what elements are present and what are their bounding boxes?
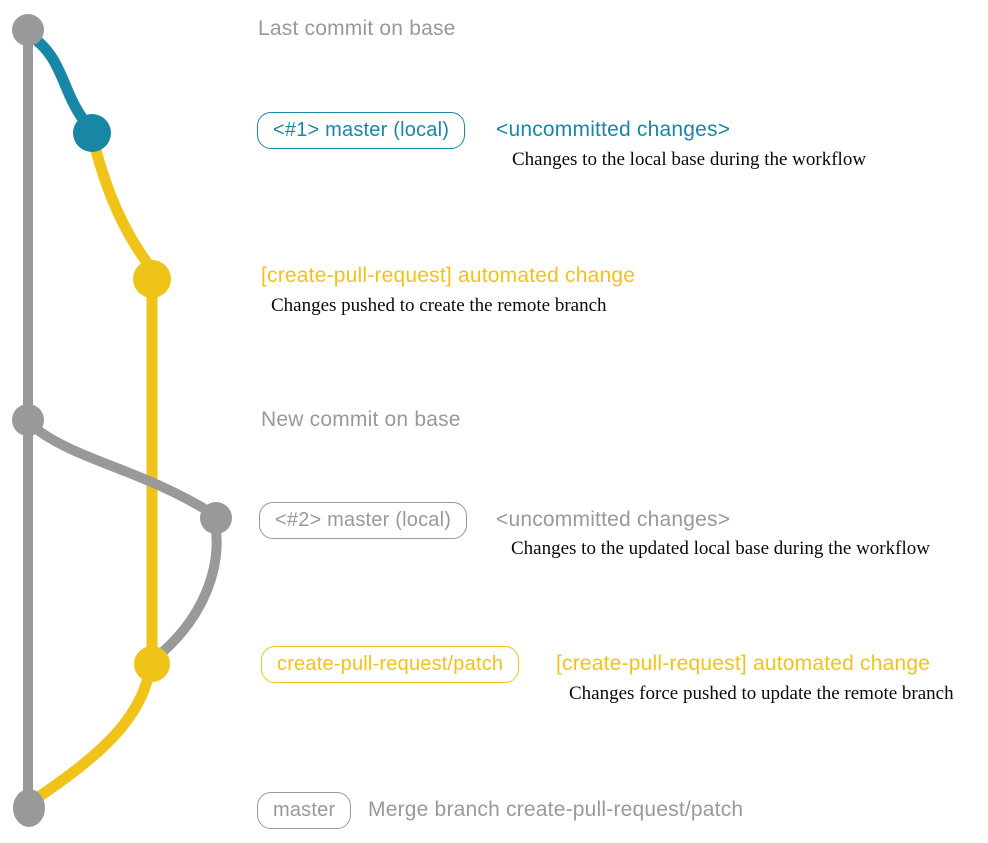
commit-node-last-base — [12, 14, 44, 46]
patch-branch-edge — [86, 130, 157, 274]
uncommitted-changes-2-description: Changes to the updated local base during… — [511, 538, 930, 559]
new-commit-label: New commit on base — [261, 408, 461, 431]
automated-change-1-description: Changes pushed to create the remote bran… — [271, 295, 607, 316]
commit-node-automated-change-2 — [134, 646, 170, 682]
automated-change-1-heading: [create-pull-request] automated change — [261, 264, 636, 287]
patch-branch-badge: create-pull-request/patch — [261, 646, 520, 683]
last-commit-label: Last commit on base — [258, 17, 456, 40]
uncommitted-changes-1-heading: <uncommitted changes> — [496, 118, 731, 141]
merge-heading: Merge branch create-pull-request/patch — [368, 798, 744, 821]
automated-change-2-heading: [create-pull-request] automated change — [556, 652, 931, 675]
base-to-master2-edge — [25, 419, 218, 519]
master1-badge: <#1> master (local) — [257, 112, 466, 149]
master2-to-patch-edge — [153, 517, 222, 661]
uncommitted-changes-2-heading: <uncommitted changes> — [496, 508, 731, 531]
master2-badge: <#2> master (local) — [259, 502, 468, 539]
uncommitted-changes-1-description: Changes to the local base during the wor… — [512, 149, 867, 170]
commit-node-new-base — [12, 404, 44, 436]
patch-merge-edge — [28, 662, 156, 806]
master-badge: master — [257, 792, 352, 829]
commit-node-uncommitted-1 — [73, 114, 111, 152]
commit-node-merge — [13, 789, 45, 827]
commit-node-automated-change-1 — [133, 260, 171, 298]
automated-change-2-description: Changes force pushed to update the remot… — [569, 683, 954, 704]
uncommitted-changes-edge-1 — [22, 28, 96, 134]
commit-node-uncommitted-2 — [200, 502, 232, 534]
